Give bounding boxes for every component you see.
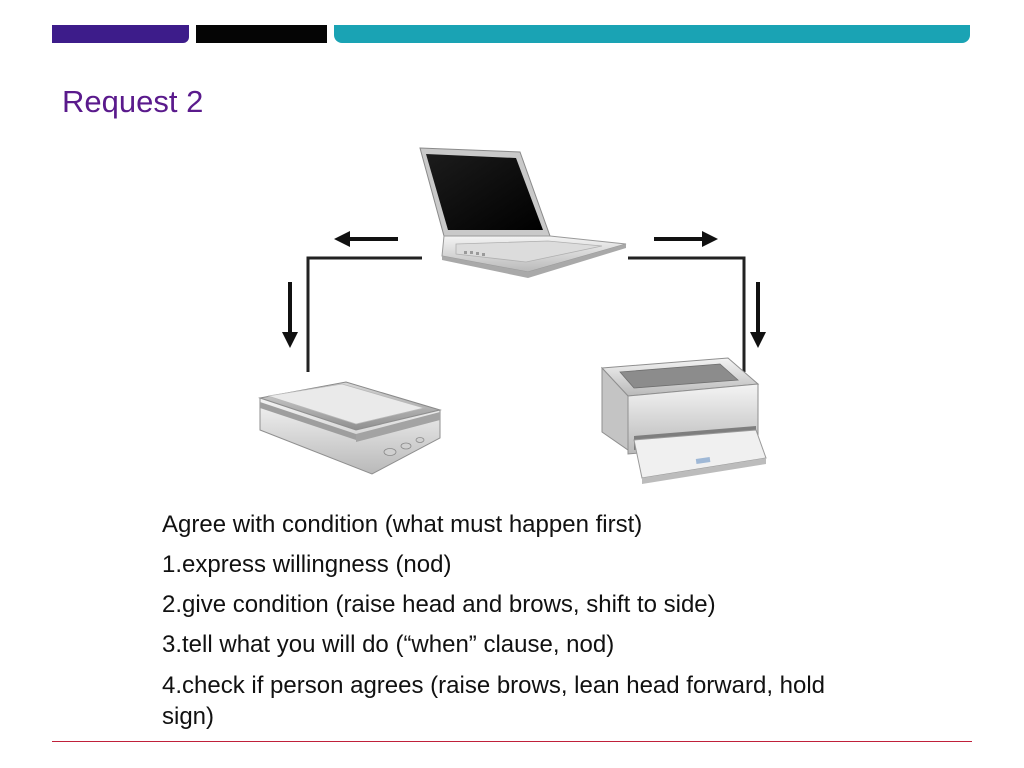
body-text: Agree with condition (what must happen f… bbox=[162, 505, 842, 732]
header-bar-teal bbox=[334, 25, 970, 43]
body-line-step-1: 1.express willingness (nod) bbox=[162, 551, 452, 578]
body-line-step-3: 3.tell what you will do (“when” clause, … bbox=[162, 631, 615, 658]
footer-divider bbox=[52, 741, 972, 742]
slide-title: Request 2 bbox=[62, 84, 204, 119]
laptop-icon bbox=[419, 147, 627, 278]
body-line-step-2: 2.give condition (raise head and brows, … bbox=[162, 591, 716, 618]
body-line-step-4: 4.check if person agrees (raise brows, l… bbox=[162, 672, 826, 730]
header-bar-purple bbox=[52, 25, 189, 43]
arrow-down-left-icon bbox=[282, 282, 298, 348]
arrow-right-icon bbox=[654, 231, 718, 247]
device-flow-diagram bbox=[230, 140, 790, 500]
arrow-down-right-icon bbox=[750, 282, 766, 348]
scanner-icon bbox=[258, 381, 442, 475]
printer-icon bbox=[600, 357, 767, 484]
connector-lines bbox=[306, 256, 746, 372]
arrow-left-icon bbox=[334, 231, 398, 247]
header-bar-black bbox=[196, 25, 327, 43]
body-line-intro: Agree with condition (what must happen f… bbox=[162, 511, 643, 538]
